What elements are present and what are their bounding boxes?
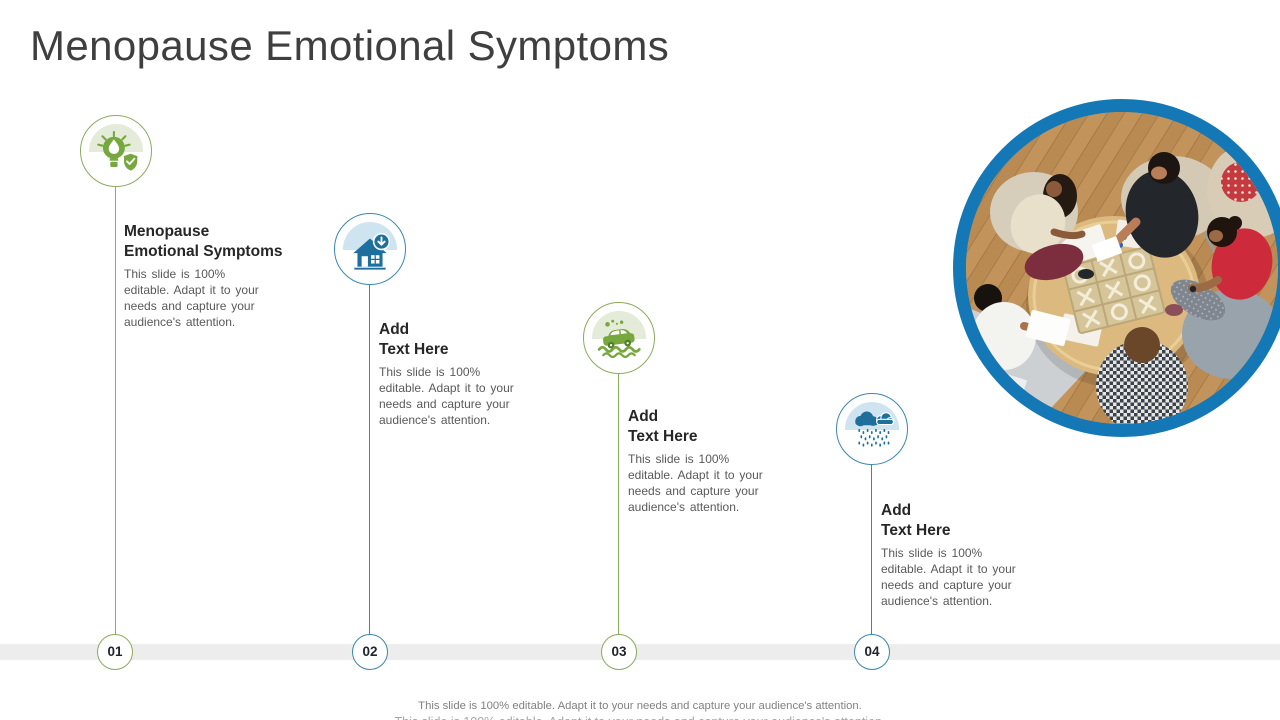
- milestone-1-connector-line: [115, 186, 117, 635]
- milestone-1-icon-circle: [80, 115, 152, 187]
- milestone-3-body: This slide is 100% editable. Adapt it to…: [628, 452, 763, 514]
- milestone-4-body: This slide is 100% editable. Adapt it to…: [881, 546, 1016, 608]
- footer-note: This slide is 100% editable. Adapt it to…: [418, 700, 862, 712]
- milestone-4-connector-line: [871, 464, 873, 635]
- milestone-2-icon-circle: [334, 213, 406, 285]
- milestone-4-text[interactable]: Add Text Here This slide is 100% editabl…: [881, 501, 1036, 609]
- milestone-3-connector-line: [618, 373, 620, 635]
- milestone-4-number: 04: [854, 634, 890, 670]
- milestone-4-heading: Add Text Here: [881, 502, 951, 539]
- milestone-2-number: 02: [352, 634, 388, 670]
- milestone-2-body: This slide is 100% editable. Adapt it to…: [379, 365, 514, 427]
- house-download-icon: [353, 232, 391, 270]
- car-flood-icon: [597, 319, 641, 358]
- rain-clouds-icon: [855, 410, 895, 447]
- milestone-2-connector-line: [369, 284, 371, 635]
- group-discussion-photo-illustration: [966, 112, 1278, 424]
- milestone-2-text[interactable]: Add Text Here This slide is 100% editabl…: [379, 320, 534, 428]
- timeline-baseline-band: [0, 644, 1280, 660]
- lightbulb-shield-icon: [97, 130, 139, 172]
- group-discussion-photo: [953, 99, 1280, 437]
- milestone-1-text[interactable]: Menopause Emotional Symptoms This slide …: [124, 222, 296, 330]
- milestone-3-icon-circle: [583, 302, 655, 374]
- milestone-3-text[interactable]: Add Text Here This slide is 100% editabl…: [628, 407, 783, 515]
- milestone-1-number: 01: [97, 634, 133, 670]
- milestone-4-icon-circle: [836, 393, 908, 465]
- milestone-1-heading: Menopause Emotional Symptoms: [124, 223, 283, 260]
- milestone-1-body: This slide is 100% editable. Adapt it to…: [124, 267, 259, 329]
- slide-title[interactable]: Menopause Emotional Symptoms: [30, 22, 670, 69]
- milestone-2-heading: Add Text Here: [379, 321, 449, 358]
- milestone-3-heading: Add Text Here: [628, 408, 698, 445]
- milestone-3-number: 03: [601, 634, 637, 670]
- footer-note-clipped: This slide is 100% editable. Adapt it to…: [0, 715, 1280, 720]
